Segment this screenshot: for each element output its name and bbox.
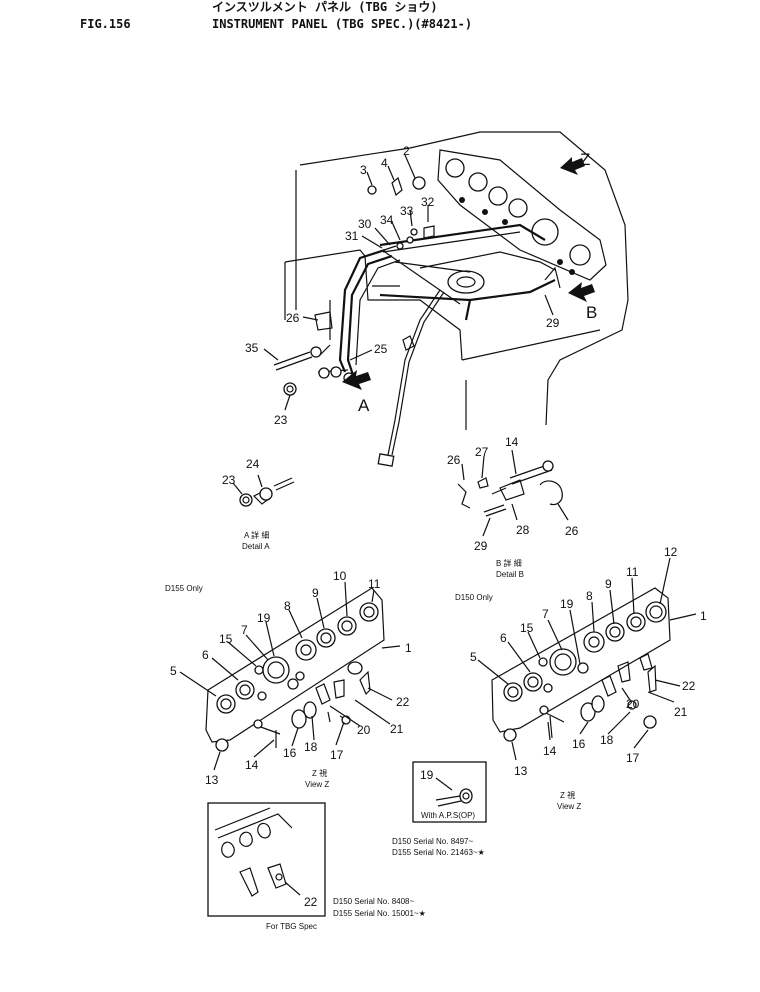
callout: 10 [333, 569, 347, 583]
view-arrow-b: B [568, 282, 597, 322]
callout: 26 [286, 311, 300, 325]
callout: 5 [470, 650, 477, 664]
variant-note-left: D155 Only [165, 584, 203, 593]
figure-number: FIG.156 [80, 17, 131, 31]
callout: 16 [572, 737, 586, 751]
callout: 26 [565, 524, 579, 538]
callout: 22 [682, 679, 696, 693]
callout: 19 [257, 611, 271, 625]
callout: 14 [505, 435, 519, 449]
callout: 28 [516, 523, 530, 537]
callout: 21 [674, 705, 688, 719]
callout: 15 [219, 632, 233, 646]
callout: 4 [381, 156, 388, 170]
view-z-right-panel [491, 587, 671, 742]
callout: 20 [357, 723, 371, 737]
callout: 19 [560, 597, 574, 611]
callout: 16 [283, 746, 297, 760]
callout: 6 [500, 631, 507, 645]
view-letter-b: B [586, 303, 597, 322]
callout: 15 [520, 621, 534, 635]
callout: 17 [626, 751, 640, 765]
callout: 9 [605, 577, 612, 591]
variant-note-right: D150 Only [455, 593, 493, 602]
inset-aps-box [412, 761, 487, 823]
inset-aps-caption: With A.P.S(OP) [421, 811, 475, 820]
callout: 14 [245, 758, 259, 772]
view-z-right-leaders [477, 557, 697, 761]
callout: 17 [330, 748, 344, 762]
callout: 29 [546, 316, 560, 330]
callout: 23 [274, 413, 288, 427]
inset-tbg-caption: For TBG Spec [266, 922, 317, 931]
title-japanese: インスツルメント パネル (TBG ショウ) [212, 0, 438, 14]
callout: 22 [396, 695, 410, 709]
view-z-right-label: View Z [557, 802, 581, 811]
callout: 7 [241, 623, 248, 637]
detail-a-label: Detail A [242, 542, 270, 551]
view-letter-z: Z [580, 150, 590, 169]
callout: 31 [345, 229, 359, 243]
callout: 18 [304, 740, 318, 754]
view-arrow-a: A [342, 370, 371, 415]
detail-b-drawing [457, 449, 569, 537]
callout: 8 [586, 589, 593, 603]
callout: 33 [400, 204, 414, 218]
detail-a-label-jp: A 詳 細 [244, 530, 269, 540]
callout: 14 [543, 744, 557, 758]
detail-b-label-jp: B 詳 細 [496, 558, 522, 568]
callout: 1 [700, 609, 707, 623]
callout: 24 [246, 457, 260, 471]
inset-tbg-box [207, 802, 326, 917]
callout: 1 [405, 641, 412, 655]
callout: 3 [360, 163, 367, 177]
serial-note-aps-d155: D155 Serial No. 21463~★ [392, 848, 485, 857]
detail-b-label: Detail B [496, 570, 524, 579]
callout: 25 [374, 342, 388, 356]
view-z-left-leaders [179, 581, 401, 771]
callout: 20 [626, 697, 640, 711]
callout: 13 [514, 764, 528, 778]
callout: 19 [420, 768, 434, 782]
callout: 27 [475, 445, 489, 459]
callout: 9 [312, 586, 319, 600]
callout: 13 [205, 773, 219, 787]
figure-title: INSTRUMENT PANEL (TBG SPEC.)(#8421-) [212, 17, 472, 31]
view-z-right-label-jp: Z 視 [560, 791, 575, 800]
callout: 21 [390, 722, 404, 736]
callout: 22 [304, 895, 318, 909]
view-arrow-z: Z [560, 150, 590, 175]
callout: 30 [358, 217, 372, 231]
callout: 2 [403, 144, 410, 158]
detail-a-drawing [232, 474, 295, 507]
callout: 34 [380, 213, 394, 227]
callout: 6 [202, 648, 209, 662]
view-z-left-label: View Z [305, 780, 329, 789]
view-letter-a: A [358, 396, 370, 415]
callout: 23 [222, 473, 236, 487]
callout: 26 [447, 453, 461, 467]
callout: 18 [600, 733, 614, 747]
serial-note-aps-d150: D150 Serial No. 8497~ [392, 837, 473, 846]
callout: 11 [368, 577, 381, 591]
serial-note-tbg-d150: D150 Serial No. 8408~ [333, 897, 414, 906]
callout: 8 [284, 599, 291, 613]
callout: 32 [421, 195, 435, 209]
main-assembly-drawing [273, 131, 629, 467]
callout: 12 [664, 545, 678, 559]
callout: 35 [245, 341, 259, 355]
callout: 5 [170, 664, 177, 678]
callout: 7 [542, 607, 549, 621]
serial-note-tbg-d155: D155 Serial No. 15001~★ [333, 909, 426, 918]
view-z-left-label-jp: Z 視 [312, 769, 327, 778]
top-leader-lines [263, 154, 554, 411]
callout: 29 [474, 539, 488, 553]
callout: 11 [626, 565, 639, 579]
